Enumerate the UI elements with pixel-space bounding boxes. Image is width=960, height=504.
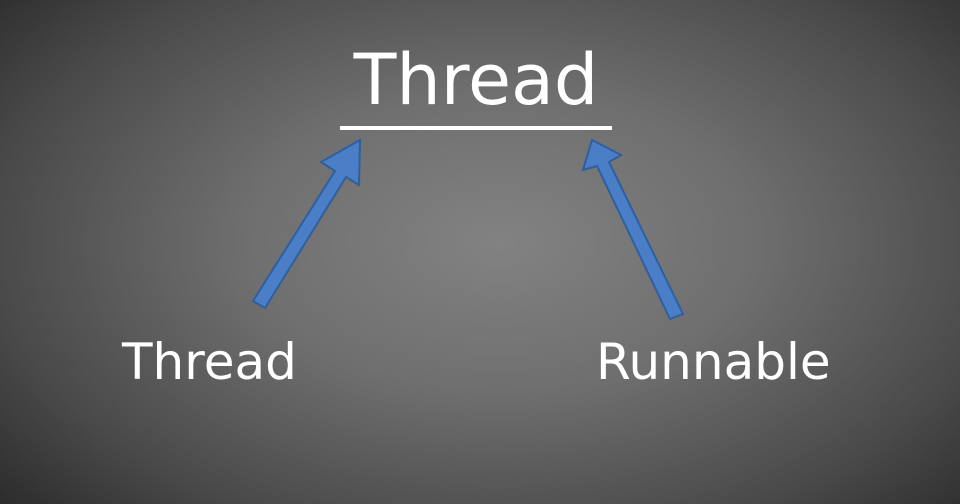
arrow-runnable-to-title	[581, 138, 685, 321]
arrow-thread-to-title	[251, 138, 362, 310]
node-runnable: Runnable	[596, 333, 831, 391]
diagram-title: Thread	[353, 39, 599, 121]
title-underline	[340, 126, 612, 130]
node-thread: Thread	[122, 333, 297, 391]
